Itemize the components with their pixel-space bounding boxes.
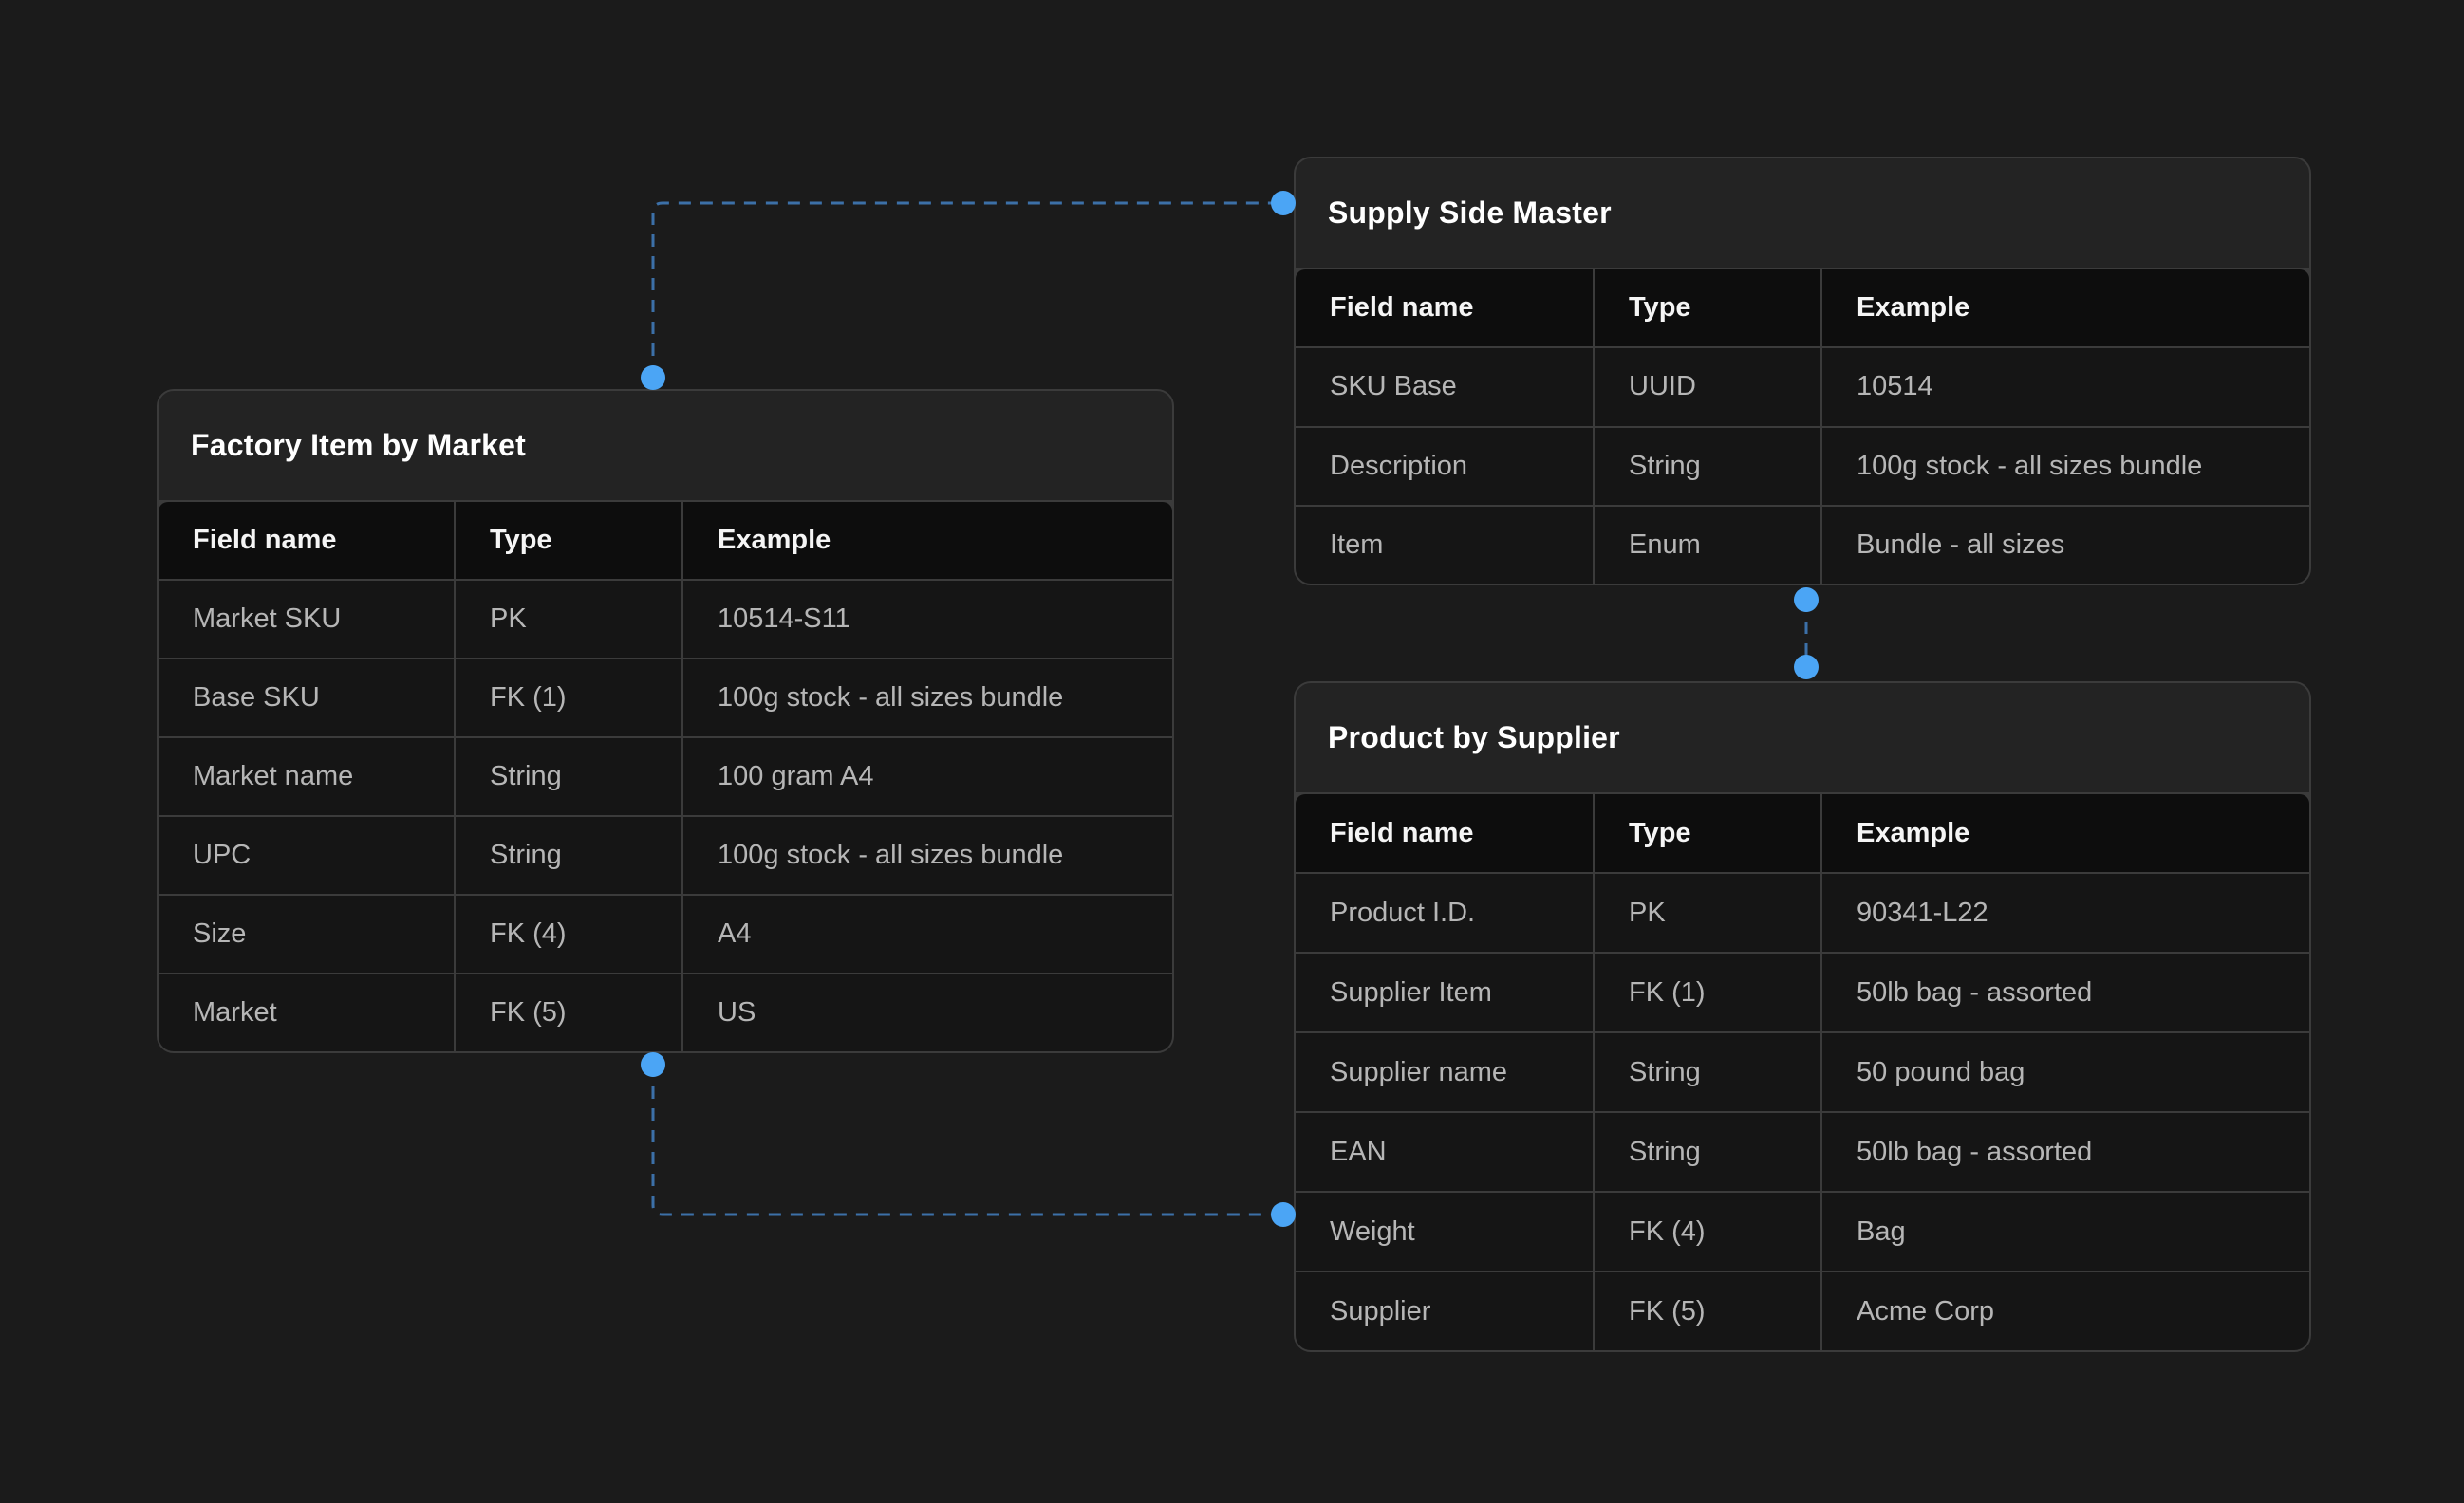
table-cell: EAN <box>1296 1113 1593 1191</box>
column-header: Field name <box>1296 794 1593 872</box>
table-cell: FK (4) <box>456 896 681 973</box>
column-header: Example <box>1822 794 2309 872</box>
table-cell: 10514 <box>1822 348 2309 426</box>
table-cell: Acme Corp <box>1822 1272 2309 1350</box>
table-title-factory-item-by-market: Factory Item by Market <box>191 428 526 462</box>
table-cell: Base SKU <box>159 659 454 736</box>
table-title-supply-side-master: Supply Side Master <box>1328 195 1612 230</box>
table-cell: 90341-L22 <box>1822 874 2309 952</box>
table-title-product-by-supplier: Product by Supplier <box>1328 720 1620 754</box>
column-header: Example <box>683 502 1172 579</box>
table-cell: A4 <box>683 896 1172 973</box>
table-cell: 100g stock - all sizes bundle <box>683 659 1172 736</box>
connector-dot-supply-bottom[interactable] <box>1794 587 1819 612</box>
table-cell: Enum <box>1595 506 1820 584</box>
column-header: Type <box>1595 794 1820 872</box>
table-cell: String <box>1595 1113 1820 1191</box>
table-cell: Bag <box>1822 1193 2309 1271</box>
table-cell: 10514-S11 <box>683 581 1172 658</box>
table-cell: 100g stock - all sizes bundle <box>1822 427 2309 505</box>
table-cell: Supplier name <box>1296 1033 1593 1111</box>
column-header: Type <box>1595 269 1820 347</box>
table-cell: Description <box>1296 427 1593 505</box>
table-cell: Market SKU <box>159 581 454 658</box>
table-cell: FK (4) <box>1595 1193 1820 1271</box>
connector-dot-supply-left[interactable] <box>1271 191 1296 215</box>
table-cell: Size <box>159 896 454 973</box>
column-header: Field name <box>1296 269 1593 347</box>
table-cell: US <box>683 974 1172 1051</box>
table-cell: FK (1) <box>1595 954 1820 1031</box>
table-cell: 50lb bag - assorted <box>1822 954 2309 1031</box>
table-cell: UPC <box>159 817 454 894</box>
table-cell: String <box>1595 427 1820 505</box>
column-header: Example <box>1822 269 2309 347</box>
connector-dot-factory-bottom[interactable] <box>641 1052 665 1077</box>
table-cell: 100 gram A4 <box>683 738 1172 815</box>
table-cell: Item <box>1296 506 1593 584</box>
table-cell: Supplier <box>1296 1272 1593 1350</box>
table-cell: FK (5) <box>456 974 681 1051</box>
table-cell: Product I.D. <box>1296 874 1593 952</box>
table-cell: String <box>1595 1033 1820 1111</box>
table-cell: FK (5) <box>1595 1272 1820 1350</box>
connector-dot-factory-top[interactable] <box>641 365 665 390</box>
table-cell: 50 pound bag <box>1822 1033 2309 1111</box>
column-header: Field name <box>159 502 454 579</box>
table-cell: String <box>456 817 681 894</box>
table-cell: String <box>456 738 681 815</box>
connector-factory-to-product <box>651 1065 1283 1216</box>
table-cell: Weight <box>1296 1193 1593 1271</box>
column-header: Type <box>456 502 681 579</box>
table-cell: Market name <box>159 738 454 815</box>
table-cell: FK (1) <box>456 659 681 736</box>
connector-dot-product-left[interactable] <box>1271 1202 1296 1227</box>
connector-factory-to-supply <box>651 201 1283 378</box>
table-cell: 100g stock - all sizes bundle <box>683 817 1172 894</box>
table-cell: SKU Base <box>1296 348 1593 426</box>
table-cell: Bundle - all sizes <box>1822 506 2309 584</box>
connector-dot-product-top[interactable] <box>1794 655 1819 679</box>
table-cell: Market <box>159 974 454 1051</box>
table-cell: UUID <box>1595 348 1820 426</box>
table-cell: Supplier Item <box>1296 954 1593 1031</box>
table-cell: PK <box>1595 874 1820 952</box>
table-cell: 50lb bag - assorted <box>1822 1113 2309 1191</box>
table-cell: PK <box>456 581 681 658</box>
